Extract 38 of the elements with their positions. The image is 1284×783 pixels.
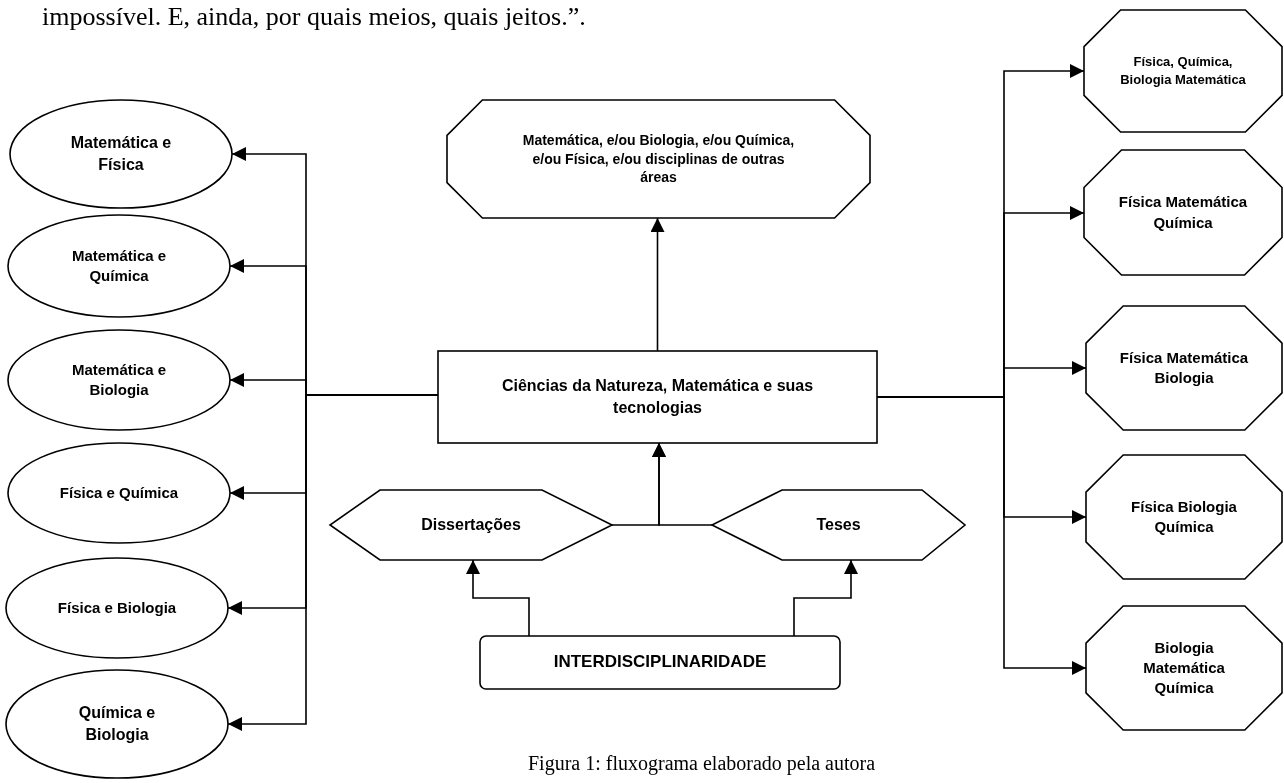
node-label: Ciências da Natureza, Matemática e suas tecnologias	[500, 376, 815, 418]
node-label: Dissertações	[420, 515, 522, 536]
arrow	[793, 559, 858, 637]
hexagon-node	[330, 490, 612, 560]
octagon-node	[1084, 10, 1282, 132]
ellipse-node	[10, 100, 232, 208]
node-label: Física e Química	[58, 482, 180, 503]
node-label: Matemática e Física	[69, 133, 173, 175]
arrow	[650, 217, 665, 352]
node-label: Matemática, e/ou Biologia, e/ou Química, e/ou Física, e/ou disciplinas de outras áreas	[521, 130, 796, 188]
node-label: Física, Química, Biologia Matemática	[1119, 53, 1247, 89]
ellipse-node	[8, 330, 230, 430]
ellipse-node	[6, 558, 228, 658]
process-box	[438, 351, 877, 443]
node-label: Física e Biologia	[56, 597, 178, 618]
node-label: Matemática e Biologia	[70, 359, 168, 400]
node-label: Biologia Matemática Química	[1142, 637, 1226, 699]
hexagon-node	[712, 490, 965, 560]
rounded-box	[480, 636, 840, 689]
body-text: impossível. E, ainda, por quais meios, quais jeitos.”.	[42, 2, 586, 32]
node-label: Física Matemática Biologia	[1119, 347, 1249, 388]
octagon-node	[447, 100, 870, 218]
octagon-node	[1086, 606, 1282, 730]
arrow	[652, 442, 713, 526]
node-label: Química e Biologia	[77, 703, 157, 745]
ellipse-node	[8, 215, 230, 317]
octagon-node	[1086, 306, 1282, 430]
ellipse-node	[8, 443, 230, 543]
node-label: INTERDISCIPLINARIDADE	[552, 651, 768, 674]
octagon-node	[1086, 455, 1282, 579]
node-label: Física Matemática Química	[1118, 192, 1248, 233]
octagon-node	[1084, 150, 1282, 275]
node-label: Teses	[815, 515, 862, 536]
node-label: Matemática e Química	[70, 245, 168, 286]
figure-caption: Figura 1: fluxograma elaborado pela autora	[528, 752, 876, 775]
arrow	[466, 559, 530, 637]
node-label: Física Biologia Química	[1130, 496, 1238, 537]
ellipse-node	[6, 670, 228, 778]
